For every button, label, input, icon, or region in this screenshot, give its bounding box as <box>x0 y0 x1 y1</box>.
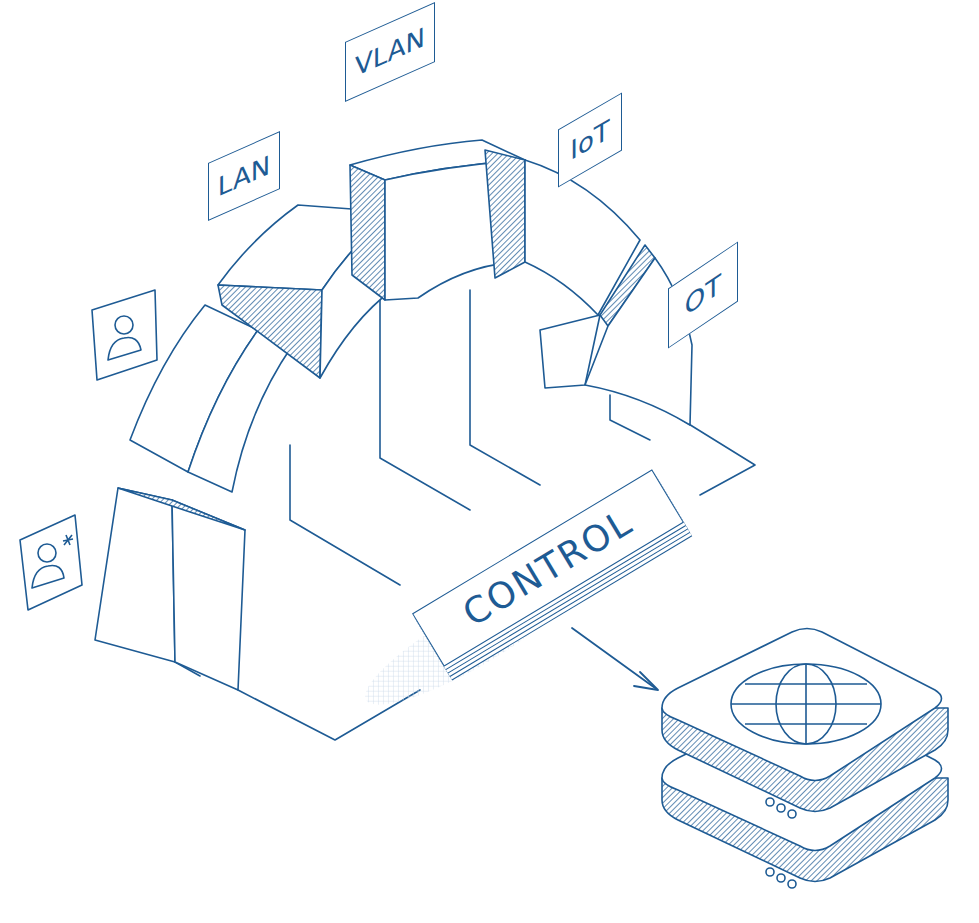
network-tag: LAN <box>208 131 280 221</box>
node-label: CONTROL <box>456 502 639 634</box>
control-slab: CONTROL <box>412 469 684 666</box>
asterisk-icon <box>63 535 73 545</box>
node-label: VLAN <box>355 22 425 82</box>
control-arrow <box>572 628 658 690</box>
user-tags <box>20 290 157 610</box>
admin-user-tag <box>20 515 82 610</box>
node-label: OT <box>685 268 721 321</box>
user-tag <box>92 290 157 380</box>
node-label: LAN <box>218 150 270 202</box>
user-icon <box>32 566 64 589</box>
user-icon <box>108 338 141 361</box>
arch-blocks <box>95 140 692 690</box>
network-tag: IoT <box>558 93 622 188</box>
network-tag: VLAN <box>345 2 435 102</box>
user-icon <box>38 544 56 562</box>
user-icon <box>115 316 133 334</box>
node-label: IoT <box>570 114 609 165</box>
network-tag: OT <box>668 241 738 348</box>
server-stack <box>662 629 948 889</box>
